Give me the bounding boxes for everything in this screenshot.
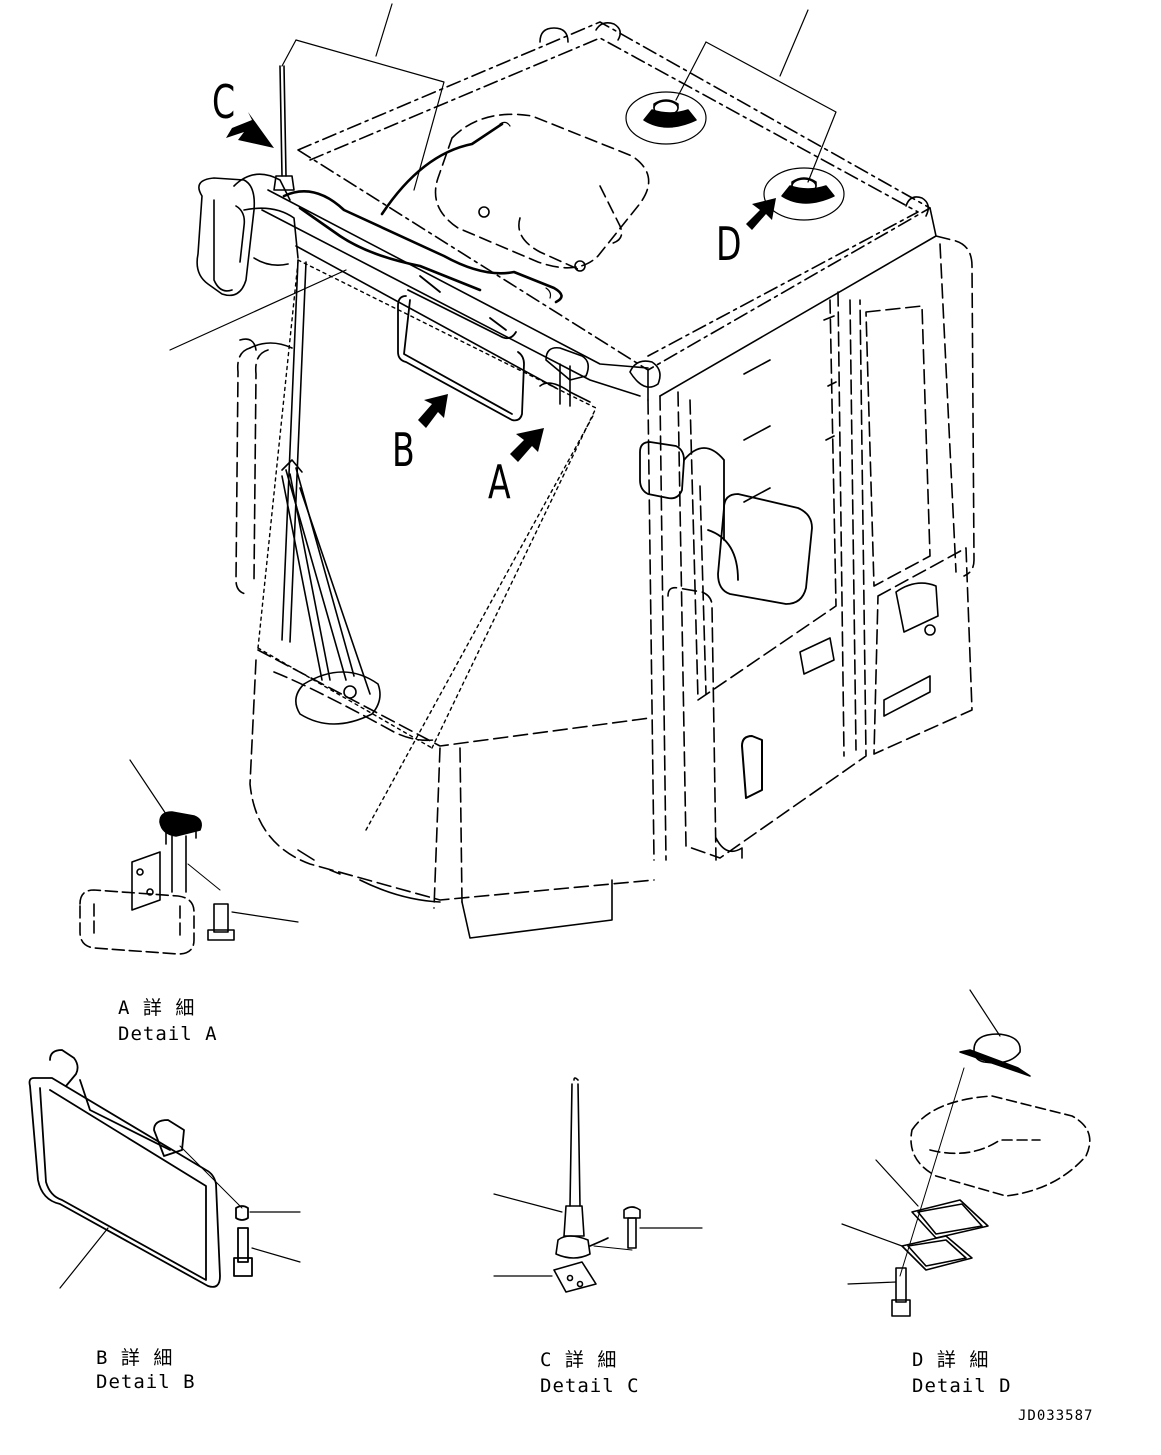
detail-c-caption-jp: C 詳 細: [540, 1349, 618, 1371]
detail-c-caption-en: Detail C: [540, 1375, 640, 1397]
cab-sun-visor: [397, 275, 525, 422]
view-label-a: A: [488, 455, 511, 509]
arrow-a-icon: [510, 428, 544, 462]
cab-rear-handrail: [667, 586, 743, 861]
detail-c-antenna: [493, 1077, 703, 1293]
cab-interior-mirror: [539, 346, 591, 407]
view-arrows: [226, 112, 776, 462]
detail-a-caption-en: Detail A: [118, 1023, 218, 1045]
roof-speaker-rear: [625, 91, 707, 145]
wiring-harness: [282, 122, 563, 304]
cab-front-lower: [249, 649, 655, 939]
detail-b-caption-jp: B 詳 細: [96, 1347, 174, 1369]
windshield: [257, 259, 597, 831]
detail-a-caption-jp: A 詳 細: [118, 997, 196, 1019]
detail-b-sun-visor: [28, 1049, 301, 1289]
detail-a-mirror: [79, 759, 299, 955]
arrow-c-icon: [226, 112, 274, 148]
arrow-d-icon: [746, 198, 776, 230]
view-label-d: D: [716, 217, 742, 271]
left-side-mirror: [196, 177, 299, 297]
cab-left-side: [235, 259, 307, 643]
view-label-c: C: [212, 75, 236, 129]
front-header: [233, 173, 649, 397]
cab-antenna: [273, 65, 295, 191]
roof-speaker-front: [763, 167, 845, 221]
arrow-b-icon: [418, 394, 448, 428]
detail-d-caption-jp: D 詳 細: [912, 1349, 990, 1371]
cab-roof: [297, 21, 937, 401]
detail-d-caption-en: Detail D: [912, 1375, 1012, 1397]
cab-right-door: [647, 235, 975, 861]
view-label-b: B: [392, 423, 415, 477]
right-side-mirror: [639, 441, 813, 605]
leader-lines: [169, 3, 837, 351]
detail-b-caption-en: Detail B: [96, 1371, 196, 1393]
drawing-id: JD033587: [1018, 1408, 1094, 1424]
detail-d-speaker: [841, 989, 1091, 1317]
